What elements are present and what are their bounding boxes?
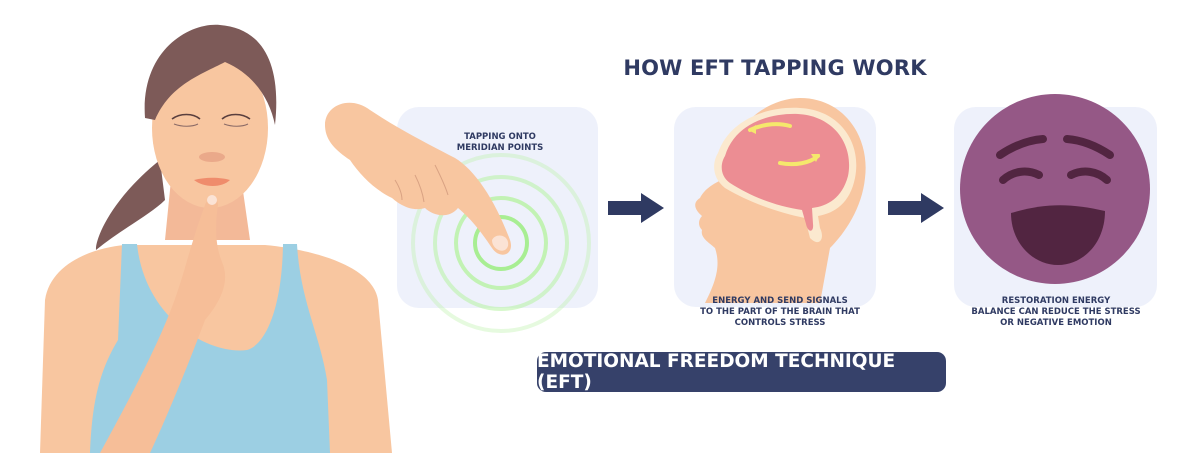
finger-tapping-icon — [325, 102, 511, 255]
happy-face-icon — [960, 94, 1150, 284]
ripple-rings-icon — [411, 153, 591, 333]
woman-tapping-chin-illustration — [40, 24, 392, 453]
step-1-caption: TAPPING ONTO MERIDIAN POINTS — [456, 132, 544, 153]
step-3-caption: RESTORATION ENERGY BALANCE CAN REDUCE TH… — [971, 296, 1141, 328]
arrow-right-icon — [888, 193, 944, 223]
infographic-title: HOW EFT TAPPING WORK — [623, 56, 927, 80]
arrow-right-icon — [608, 193, 664, 223]
step-2-caption: ENERGY AND SEND SIGNALS TO THE PART OF T… — [700, 296, 860, 328]
eft-banner: EMOTIONAL FREEDOM TECHNIQUE (EFT) — [537, 351, 946, 393]
brain-head-icon — [695, 98, 866, 303]
